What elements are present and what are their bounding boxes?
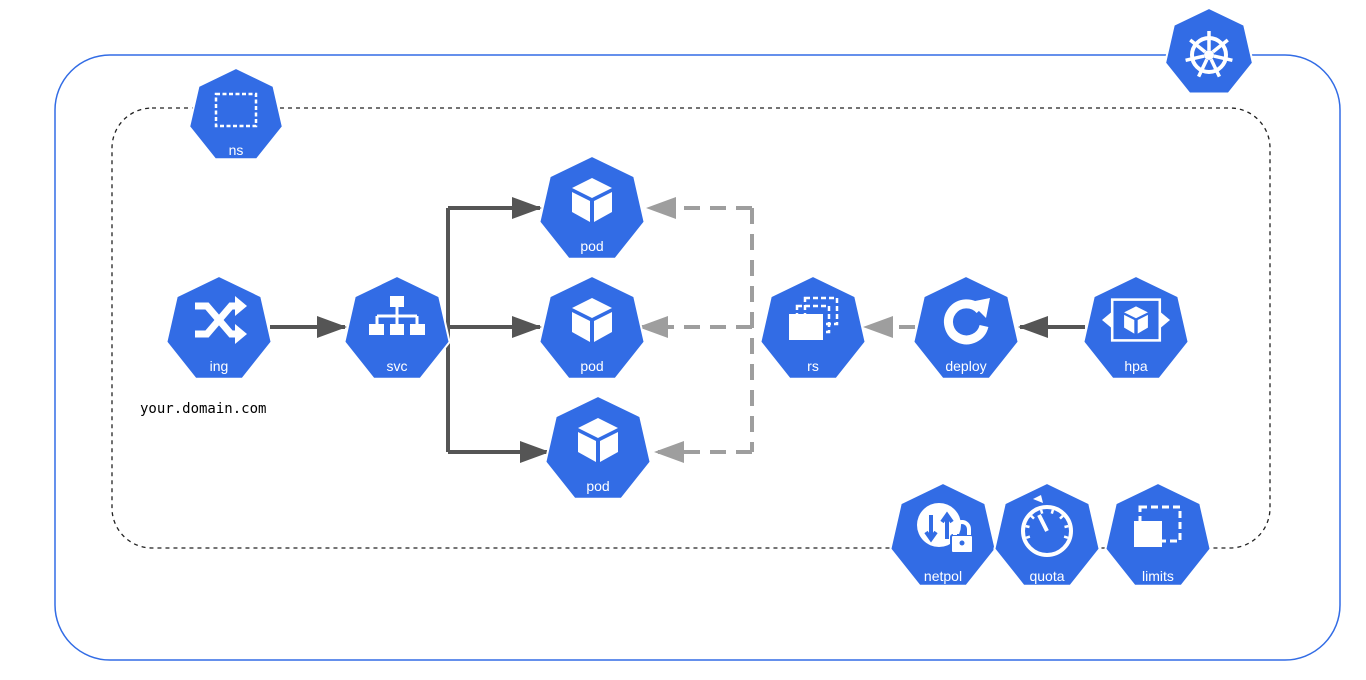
rotate-icon xyxy=(944,298,990,345)
node-pod3: pod xyxy=(544,394,652,500)
hpa-heptagon xyxy=(1082,274,1190,380)
svc-label: svc xyxy=(387,358,408,374)
stacked-windows-icon xyxy=(789,296,839,340)
node-deploy: deploy xyxy=(912,274,1020,380)
namespace-boundary xyxy=(111,107,1271,549)
pod1-label: pod xyxy=(580,238,603,254)
cluster-node xyxy=(1164,6,1254,95)
quota-heptagon xyxy=(993,481,1101,587)
deploy-label: deploy xyxy=(945,358,986,374)
gauge-icon xyxy=(1021,495,1073,557)
node-pod2: pod xyxy=(538,274,646,380)
node-ing: ing xyxy=(165,274,273,380)
rs-label: rs xyxy=(807,358,819,374)
pod3-heptagon xyxy=(544,394,652,500)
cube-icon xyxy=(572,178,612,222)
pod2-label: pod xyxy=(580,358,603,374)
solid-connectors xyxy=(270,197,1085,463)
cube-icon xyxy=(572,298,612,342)
deploy-heptagon xyxy=(912,274,1020,380)
pod1-heptagon xyxy=(538,154,646,260)
netpol-label: netpol xyxy=(924,568,962,584)
node-limits: limits xyxy=(1104,481,1212,587)
cube-icon xyxy=(578,418,618,462)
sitemap-icon xyxy=(369,296,425,335)
node-quota: quota xyxy=(993,481,1101,587)
kubernetes-helm-icon xyxy=(1185,31,1233,78)
namespace-node: ns xyxy=(188,66,284,161)
network-lock-icon xyxy=(917,503,974,554)
scale-cube-icon xyxy=(1102,298,1170,342)
node-svc: svc xyxy=(343,274,451,380)
node-pod1: pod xyxy=(538,154,646,260)
node-netpol: netpol xyxy=(889,481,997,587)
namespace-label: ns xyxy=(229,142,244,158)
node-rs: rs xyxy=(759,274,867,380)
pod3-label: pod xyxy=(586,478,609,494)
hpa-label: hpa xyxy=(1124,358,1148,374)
namespace-icon xyxy=(214,92,258,128)
cluster-boundary xyxy=(54,54,1341,661)
pod2-heptagon xyxy=(538,274,646,380)
ing-heptagon xyxy=(165,274,273,380)
dashed-connectors xyxy=(638,197,915,463)
limits-label: limits xyxy=(1142,568,1174,584)
node-hpa: hpa xyxy=(1082,274,1190,380)
limits-icon xyxy=(1134,505,1182,547)
ing-label: ing xyxy=(210,358,229,374)
quota-label: quota xyxy=(1029,568,1064,584)
domain-text: your.domain.com xyxy=(140,401,266,417)
shuffle-icon xyxy=(195,296,247,344)
